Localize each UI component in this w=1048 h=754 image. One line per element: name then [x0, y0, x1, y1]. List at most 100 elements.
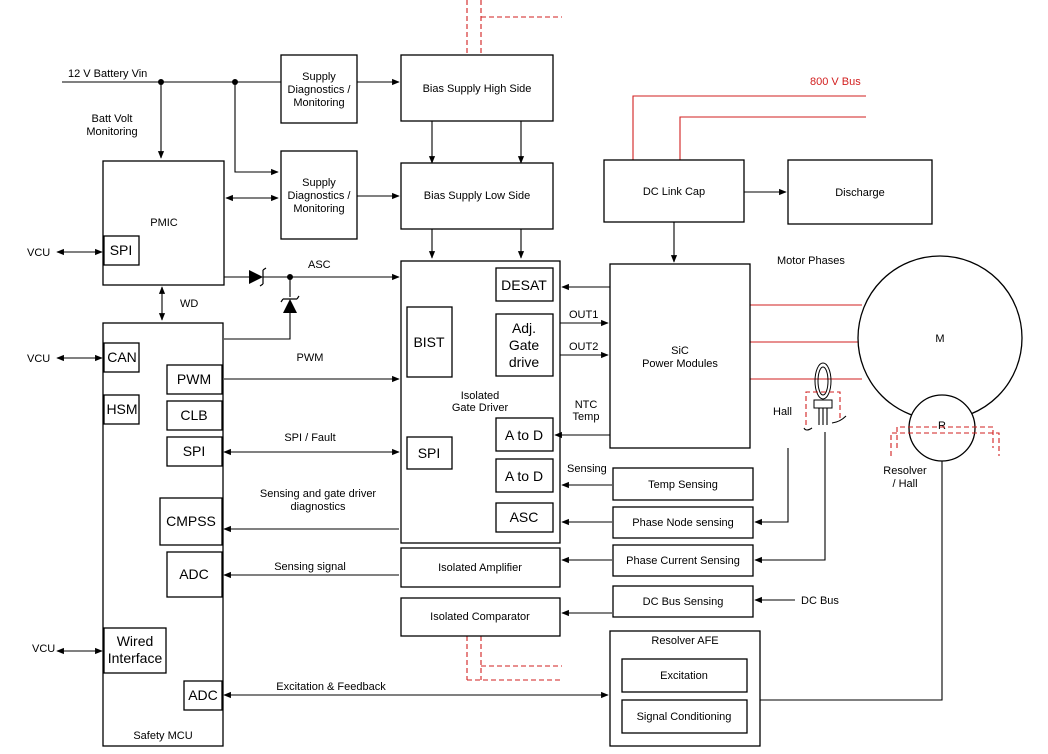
- mcu-gate-driver-links: PWM SPI / Fault Sensing and gate driver …: [223, 352, 609, 699]
- svg-text:A to D: A to D: [505, 427, 543, 443]
- svg-text:Bias Supply Low Side: Bias Supply Low Side: [424, 190, 530, 202]
- vcu-label-1: VCU: [27, 247, 50, 259]
- hall-label: Hall: [773, 406, 792, 418]
- dc-link-cap: DC Link Cap: [603, 159, 745, 223]
- svg-text:Temp Sensing: Temp Sensing: [648, 479, 718, 491]
- isolated-amplifier: Isolated Amplifier: [400, 547, 561, 588]
- phase-node-sensing: Phase Node sensing: [612, 506, 754, 539]
- svg-text:Isolated Comparator: Isolated Comparator: [430, 611, 530, 623]
- svg-text:ADC: ADC: [179, 566, 209, 582]
- svg-text:CMPSS: CMPSS: [166, 513, 216, 529]
- supply-diagnostics-box-1: Supply Diagnostics / Monitoring: [280, 54, 358, 124]
- supply-diagnostics-box-2: Supply Diagnostics / Monitoring: [280, 150, 358, 240]
- wd-label: WD: [180, 298, 198, 310]
- svg-text:Phase Current Sensing: Phase Current Sensing: [626, 555, 740, 567]
- safety-mcu-label: Safety MCU: [133, 730, 192, 742]
- svg-text:Isolated: Isolated: [461, 390, 500, 402]
- resolver: R: [890, 394, 1000, 462]
- batt-monitor-label-2: Monitoring: [86, 126, 137, 138]
- svg-text:SiC: SiC: [671, 345, 689, 357]
- resolver-afe: Resolver AFE Excitation Signal Condition…: [609, 630, 761, 747]
- svg-text:DC Link Cap: DC Link Cap: [643, 186, 705, 198]
- pmic-spi-label: SPI: [110, 242, 133, 258]
- mcu-hsm: HSM: [103, 394, 140, 425]
- pmic-block: PMIC SPI: [102, 160, 225, 286]
- motor-phases-label: Motor Phases: [777, 255, 845, 267]
- svg-text:ADC: ADC: [188, 687, 218, 703]
- safety-mcu-block: Safety MCU CAN HSM PWM CLB SPI CMPSS ADC…: [102, 322, 224, 747]
- svg-text:BIST: BIST: [413, 334, 445, 350]
- svg-text:SPI: SPI: [418, 445, 441, 461]
- svg-text:Gate Driver: Gate Driver: [452, 402, 509, 414]
- svg-text:Bias Supply High Side: Bias Supply High Side: [423, 83, 532, 95]
- svg-text:Discharge: Discharge: [835, 187, 885, 199]
- discharge-block: Discharge: [787, 159, 933, 225]
- sensing-diag-label-2: diagnostics: [290, 501, 346, 513]
- svg-text:Excitation: Excitation: [660, 670, 708, 682]
- svg-text:A to D: A to D: [505, 468, 543, 484]
- batt-monitor-label-1: Batt Volt: [92, 113, 133, 125]
- mcu-cmpss: CMPSS: [159, 497, 223, 546]
- svg-text:Wired: Wired: [117, 633, 154, 649]
- gd-a-to-d-2: A to D: [495, 458, 554, 493]
- phase-current-sensing: Phase Current Sensing: [612, 544, 754, 577]
- signal-conditioning-block: Signal Conditioning: [621, 699, 748, 734]
- svg-text:Adj.: Adj.: [512, 320, 536, 336]
- sensing-label: Sensing: [567, 463, 607, 475]
- battery-vin-label: 12 V Battery Vin: [68, 68, 147, 80]
- bus-800v-label: 800 V Bus: [810, 76, 861, 88]
- svg-text:Supply: Supply: [302, 177, 336, 189]
- svg-text:ASC: ASC: [510, 509, 539, 525]
- resolver-afe-label: Resolver AFE: [651, 635, 718, 647]
- bias-supply-low-side: Bias Supply Low Side: [400, 162, 554, 230]
- asc-diode-path: ASC: [224, 259, 400, 340]
- pmic-label: PMIC: [150, 217, 178, 229]
- excitation-block: Excitation: [621, 658, 748, 693]
- out2-label: OUT2: [569, 341, 598, 353]
- mcu-pwm: PWM: [166, 364, 223, 395]
- svg-text:Monitoring: Monitoring: [293, 97, 344, 109]
- dc-bus-sensing: DC Bus Sensing: [612, 585, 754, 618]
- svg-text:drive: drive: [509, 354, 540, 370]
- mcu-adc-1: ADC: [166, 551, 223, 598]
- svg-text:Diagnostics /: Diagnostics /: [288, 190, 352, 202]
- battery-supply-path: 12 V Battery Vin Batt Volt Monitoring: [62, 68, 525, 259]
- ntc-label-2: Temp: [573, 411, 600, 423]
- dc-bus-label: DC Bus: [801, 595, 839, 607]
- svg-text:DESAT: DESAT: [501, 277, 547, 293]
- svg-text:Supply: Supply: [302, 71, 336, 83]
- svg-text:Monitoring: Monitoring: [293, 203, 344, 215]
- svg-text:Power Modules: Power Modules: [642, 358, 718, 370]
- isolation-barrier: [466, 0, 562, 681]
- mcu-clb: CLB: [166, 400, 223, 431]
- isolated-gate-driver: Isolated Gate Driver BIST SPI DESAT Adj.…: [400, 260, 561, 544]
- bias-supply-high-side: Bias Supply High Side: [400, 54, 554, 122]
- vcu-label-2: VCU: [27, 353, 50, 365]
- sensor-feed-lines: DC Bus: [748, 432, 943, 704]
- svg-text:Diagnostics /: Diagnostics /: [288, 84, 352, 96]
- gate-driver-sic-links: OUT1 OUT2 NTC Temp Sensing: [554, 283, 612, 617]
- sic-power-modules: SiC Power Modules: [609, 263, 751, 449]
- vcu-label-3: VCU: [32, 643, 55, 655]
- isolated-comparator: Isolated Comparator: [400, 597, 561, 637]
- resolver-hall-label-1: Resolver: [883, 465, 927, 477]
- svg-text:Signal Conditioning: Signal Conditioning: [637, 711, 732, 723]
- mcu-can: CAN: [103, 342, 140, 373]
- gd-bist: BIST: [406, 306, 453, 378]
- svg-text:Phase Node sensing: Phase Node sensing: [632, 517, 734, 529]
- hall-sensor: Hall: [773, 362, 847, 431]
- svg-text:CLB: CLB: [180, 407, 207, 423]
- gd-desat: DESAT: [495, 267, 554, 302]
- svg-text:DC Bus Sensing: DC Bus Sensing: [643, 596, 724, 608]
- gd-asc: ASC: [495, 502, 554, 533]
- spi-fault-label: SPI / Fault: [284, 432, 335, 444]
- temp-sensing: Temp Sensing: [612, 467, 754, 501]
- resolver-label: R: [938, 420, 946, 432]
- high-voltage-bus: 800 V Bus: [632, 76, 866, 380]
- svg-text:CAN: CAN: [107, 349, 137, 365]
- svg-text:PWM: PWM: [177, 371, 211, 387]
- excitation-feedback-label: Excitation & Feedback: [276, 681, 386, 693]
